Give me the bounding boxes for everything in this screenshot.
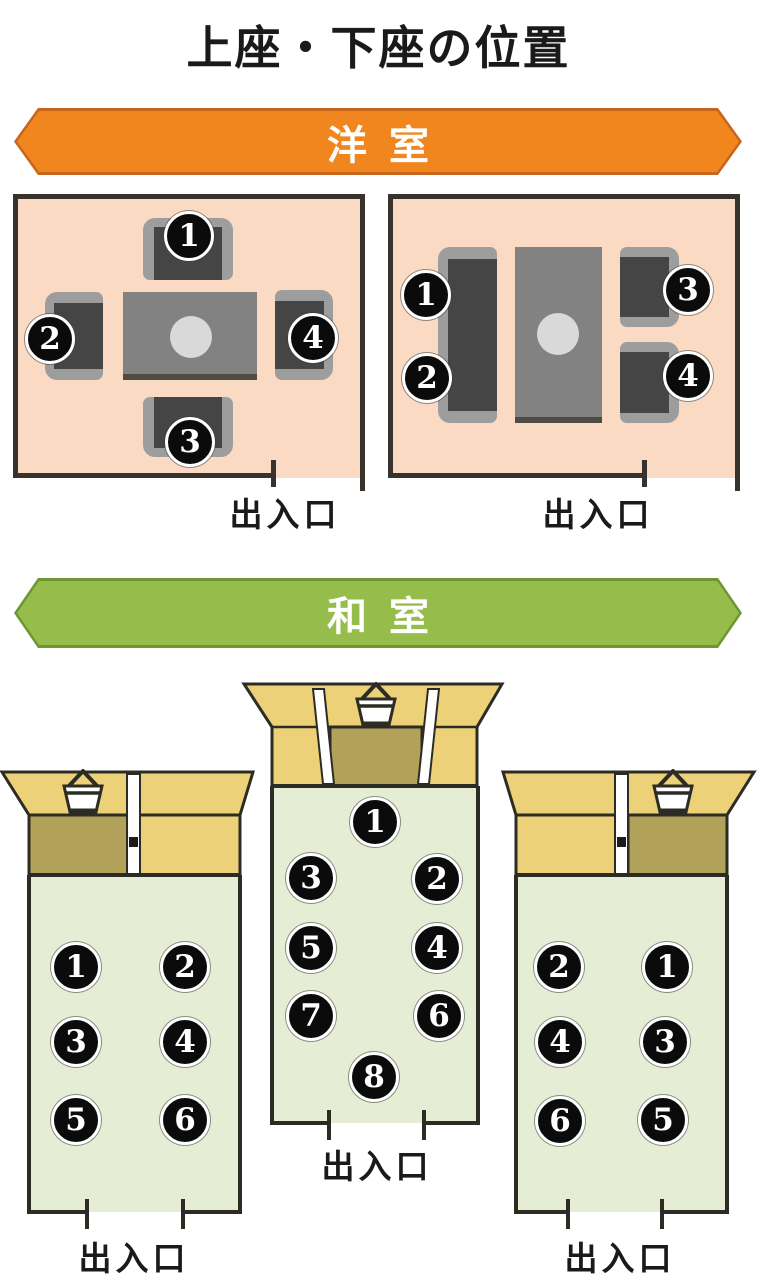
- right-tatami-room-shell: [500, 769, 757, 1229]
- tatami-floor: [29, 875, 240, 1212]
- exit-label: 出入口: [229, 498, 341, 534]
- chair-seat: [54, 303, 103, 369]
- chair-seat: [275, 301, 324, 369]
- japanese-rooms-drawing: [0, 682, 757, 1229]
- banner-japanese-room: 和室: [14, 578, 742, 648]
- pillar-joint: [129, 837, 138, 847]
- table-edge: [123, 374, 257, 380]
- doorway-ticks: [327, 1110, 426, 1140]
- room-wall: [388, 194, 393, 478]
- chair-right: [275, 290, 333, 380]
- doorway-tick: [271, 460, 276, 487]
- exit-label: 出入口: [542, 498, 654, 534]
- chair-seat: [154, 227, 222, 280]
- table-edge: [515, 417, 602, 423]
- chair-seat: [154, 397, 222, 448]
- alcove-pillar: [614, 773, 629, 875]
- chair-lower-right: [620, 342, 679, 423]
- exit-label: 出入口: [78, 1242, 190, 1278]
- pillar-joint: [617, 837, 626, 847]
- alcove-pillar: [126, 773, 141, 875]
- doorway-ticks: [566, 1199, 664, 1229]
- banner-western-fill: [17, 111, 739, 172]
- meeting-table: [123, 292, 257, 380]
- room-walls: [514, 873, 729, 1214]
- room-wall: [388, 473, 646, 478]
- western-room-square-table: [13, 194, 365, 491]
- exit-label: 出入口: [564, 1242, 676, 1278]
- banner-western-room: 洋室: [14, 108, 742, 175]
- chair-seat: [620, 352, 669, 413]
- room-wall: [735, 194, 740, 491]
- doorway-ticks: [85, 1199, 185, 1229]
- center-tatami-room-shell: [241, 682, 505, 1140]
- room-wall: [13, 473, 275, 478]
- doorway-tick: [642, 460, 647, 487]
- room-walls: [27, 873, 242, 1214]
- left-tatami-room-shell: [0, 769, 256, 1229]
- chair-top: [143, 218, 233, 280]
- tatami-floor: [272, 786, 478, 1123]
- banner-western-label: 洋室: [327, 123, 451, 168]
- western-room-sofa-set: [388, 194, 740, 491]
- meeting-table: [515, 247, 602, 423]
- banner-japanese-label: 和室: [327, 595, 451, 639]
- chair-left: [45, 292, 103, 380]
- chair-upper-right: [620, 247, 679, 327]
- tokonoma-alcove: [328, 725, 424, 788]
- sofa: [438, 247, 497, 423]
- tokonoma-alcove: [626, 813, 729, 877]
- table-centerpiece: [170, 316, 212, 358]
- room-wall: [13, 194, 18, 478]
- room-wall: [360, 194, 365, 491]
- chair-bottom: [143, 397, 233, 457]
- sofa-seat: [448, 259, 497, 411]
- room-walls: [270, 784, 480, 1125]
- chair-seat: [620, 257, 669, 317]
- room-wall: [388, 194, 740, 199]
- tatami-floor: [516, 875, 727, 1212]
- banner-japanese-fill: [17, 581, 739, 645]
- tokonoma-alcove: [27, 813, 130, 877]
- page-title: 上座・下座の位置: [186, 22, 571, 74]
- table-centerpiece: [537, 313, 579, 355]
- room-wall: [13, 194, 365, 199]
